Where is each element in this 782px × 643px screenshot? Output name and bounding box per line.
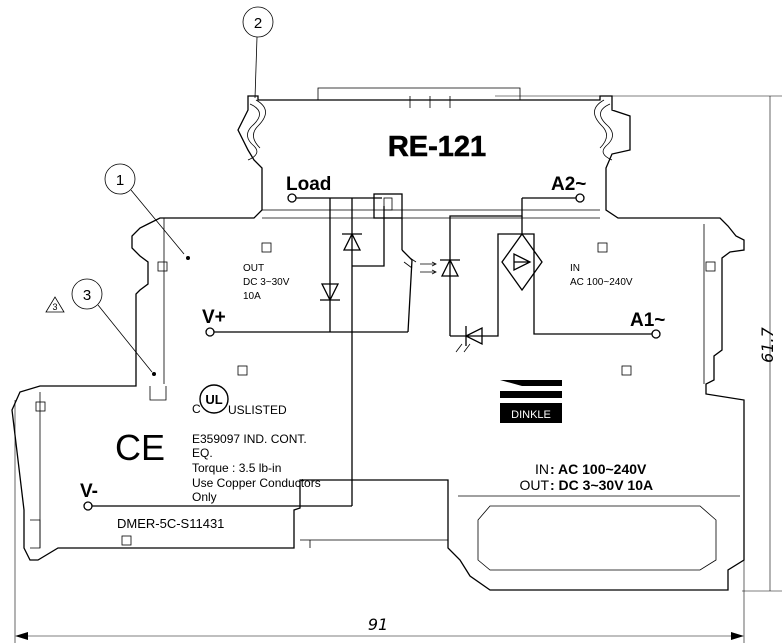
- c-mark: C: [192, 402, 201, 416]
- vplus-label: V+: [202, 307, 226, 328]
- listed-label: USLISTED: [228, 403, 287, 417]
- ul-icon: UL: [205, 392, 222, 407]
- callout-2-number: 2: [254, 15, 262, 32]
- a2-label: A2~: [551, 174, 586, 195]
- width-dimension-label: 91: [368, 615, 388, 634]
- load-terminal: [287, 193, 297, 203]
- cul-listed-mark: C UL: [192, 384, 229, 416]
- callout-1: [104, 163, 185, 255]
- vminus-terminal: [83, 501, 93, 511]
- out-voltage: DC 3~30V: [243, 277, 290, 288]
- a1-label: A1~: [630, 310, 665, 331]
- brand-name: DINKLE: [511, 409, 551, 421]
- rating-in-value: : AC 100~240V: [550, 461, 647, 477]
- terminal-points: [83, 193, 661, 511]
- eq-label: EQ.: [192, 446, 213, 460]
- a2-terminal: [575, 193, 585, 203]
- copper-label: Use Copper Conductors: [192, 476, 321, 490]
- load-label: Load: [286, 174, 331, 195]
- rating-in-label: IN: [535, 461, 549, 477]
- right-clamp-spring: [594, 99, 613, 161]
- square-marks: [35, 242, 716, 546]
- dimension-lines: [14, 95, 782, 643]
- left-clamp-spring: [247, 99, 266, 161]
- model-title: RE-121: [388, 131, 486, 163]
- only-label: Only: [192, 490, 217, 504]
- height-dimension-label: 61.7: [758, 326, 777, 362]
- out-current: 10A: [243, 291, 261, 302]
- rating-out-value: : DC 3~30V 10A: [550, 477, 653, 493]
- torque-label: Torque : 3.5 lb-in: [192, 461, 281, 475]
- circuit-schematic: [92, 193, 652, 507]
- out-label: OUT: [243, 263, 264, 274]
- part-number: DMER-5C-S11431: [117, 516, 224, 531]
- vminus-label: V-: [80, 481, 98, 502]
- in-label: IN: [570, 263, 580, 274]
- file-number: E359097 IND. CONT.: [192, 432, 307, 446]
- callout-3-number: 3: [83, 287, 91, 304]
- dinkle-logo: DINKLE: [500, 380, 562, 423]
- revision-triangle-icon: [45, 296, 65, 313]
- vplus-terminal: [205, 327, 215, 337]
- callout-3: [71, 278, 153, 373]
- callout-2: [242, 6, 274, 99]
- a1-terminal: [651, 329, 661, 339]
- callout-1-number: 1: [116, 172, 124, 189]
- triangle-number: 3: [52, 302, 57, 312]
- ce-mark-icon: CE: [115, 427, 165, 468]
- rating-out-label: OUT: [519, 477, 549, 493]
- housing-outline: [11, 87, 745, 591]
- in-voltage: AC 100~240V: [570, 277, 633, 288]
